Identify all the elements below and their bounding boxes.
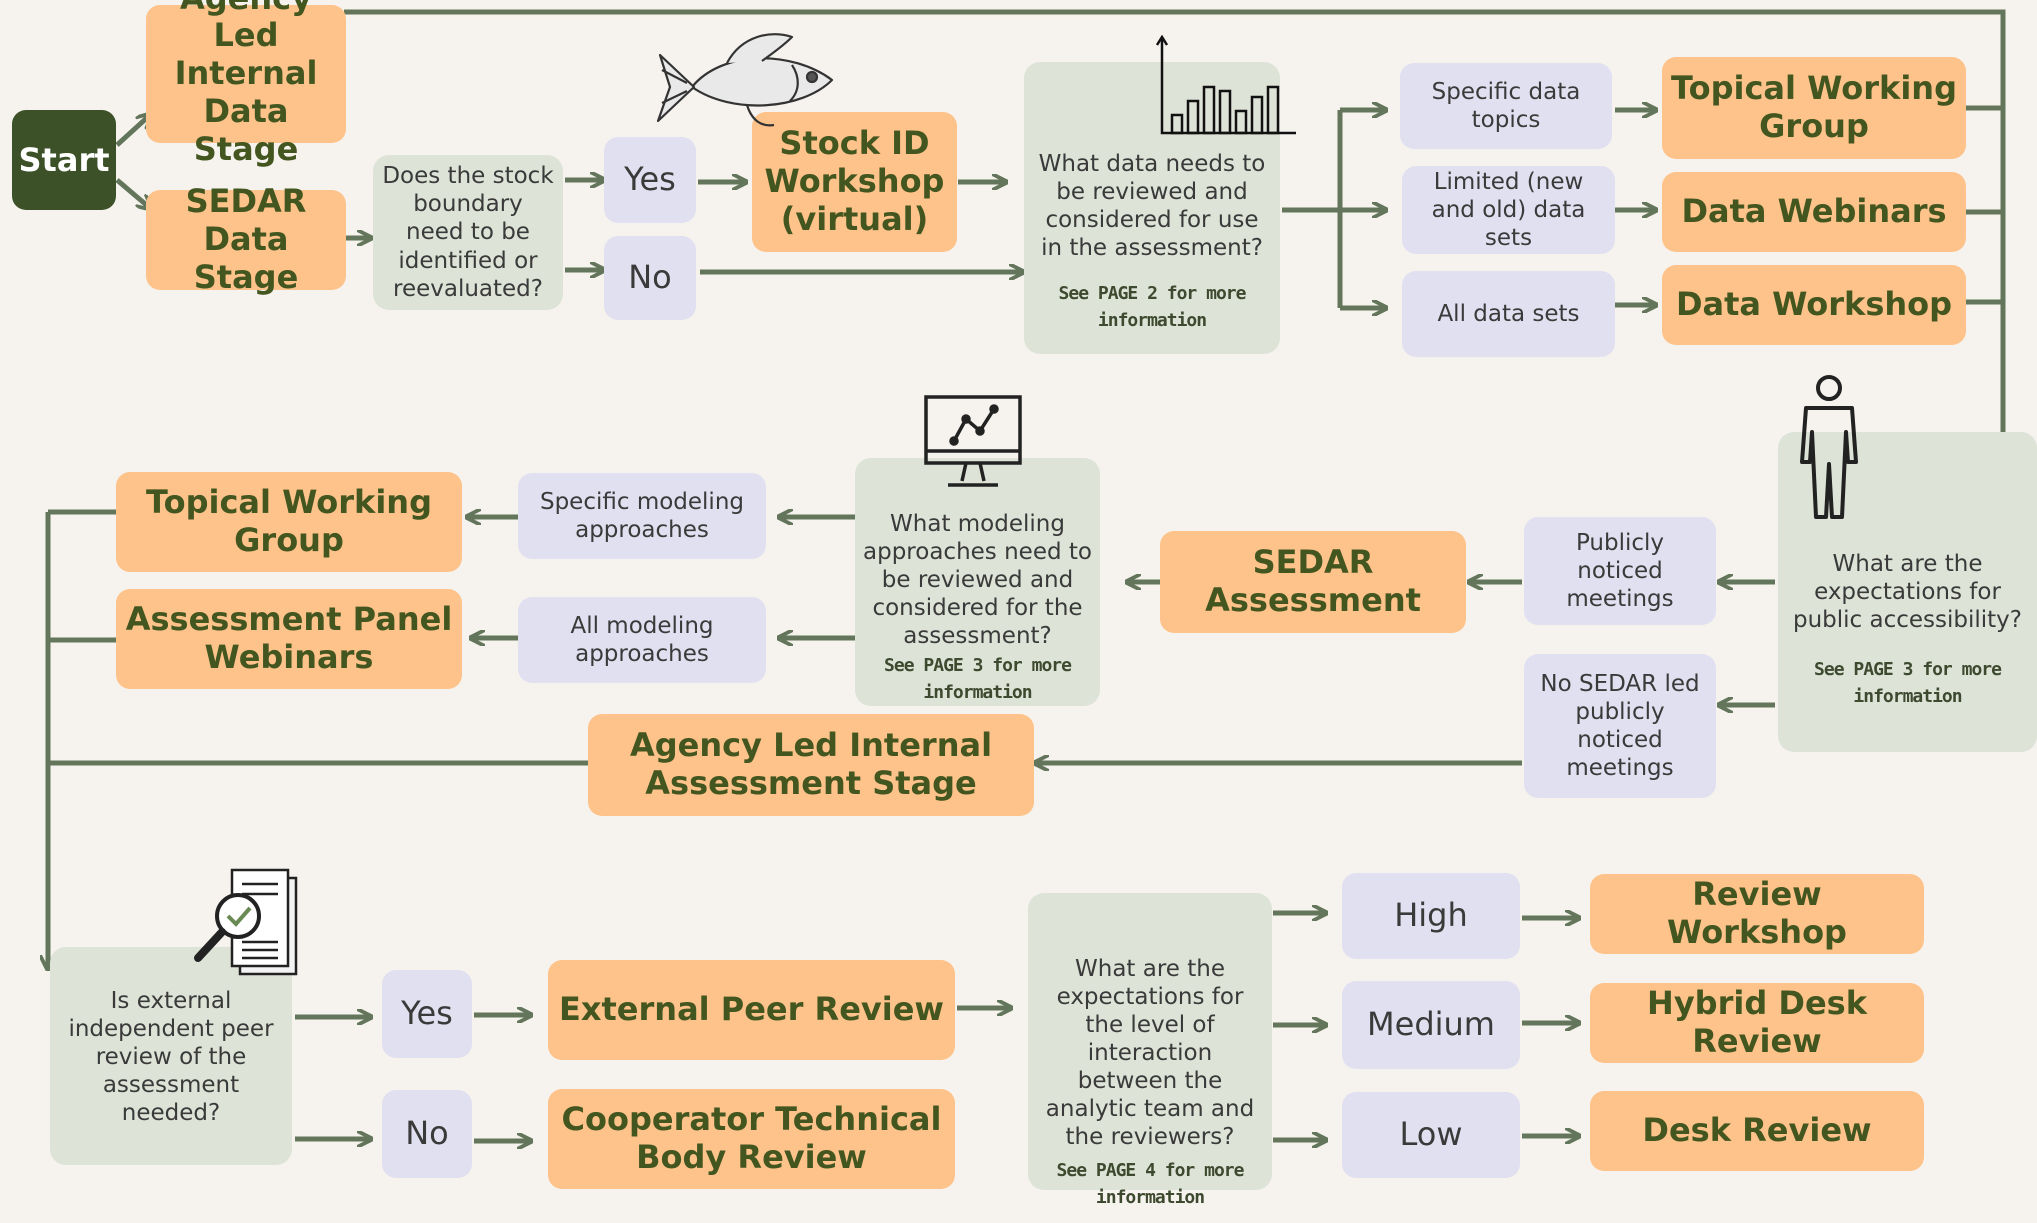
- agency-led-data-stage: Agency Led Internal Data Stage: [146, 0, 346, 168]
- agency-led-assessment-stage: Agency Led Internal Assessment Stage: [588, 714, 1034, 816]
- interaction-level-question-text: What are the expectations for the level …: [1045, 956, 1255, 1151]
- peer-review-question-text: Is external independent peer review of t…: [68, 988, 274, 1127]
- modeling-approaches-see-page: See PAGE 3 for more information: [884, 655, 1072, 704]
- stock-boundary-question-text: Does the stock boundary need to be ident…: [382, 163, 554, 302]
- public-accessibility-question-text: What are the expectations for public acc…: [1792, 551, 2022, 634]
- start-node: Start: [12, 110, 116, 210]
- medium-interaction-option: Medium: [1342, 981, 1520, 1069]
- bar-chart-icon: [1155, 35, 1296, 135]
- modeling-topical-working-group: Topical Working Group: [116, 472, 462, 572]
- review-workshop: Review Workshop: [1590, 874, 1924, 954]
- fish-icon: [656, 33, 834, 127]
- modeling-approaches-question-text: What modeling approaches need to be revi…: [863, 511, 1092, 650]
- limited-data-sets-option: Limited (new and old) data sets: [1402, 166, 1615, 254]
- peer-review-question: Is external independent peer review of t…: [50, 947, 292, 1165]
- stock-yes-option: Yes: [604, 137, 696, 223]
- document-magnifier-icon: [194, 868, 298, 976]
- public-accessibility-question: What are the expectations for public acc…: [1778, 432, 2037, 752]
- person-icon: [1800, 375, 1858, 519]
- peer-no-option: No: [382, 1090, 472, 1178]
- data-review-question-text: What data needs to be reviewed and consi…: [1038, 151, 1266, 262]
- stock-boundary-question: Does the stock boundary need to be ident…: [373, 155, 563, 310]
- monitor-chart-icon: [924, 395, 1022, 487]
- sedar-data-stage: SEDAR Data Stage: [146, 182, 346, 296]
- data-review-see-page: See PAGE 2 for more information: [1058, 283, 1247, 332]
- data-workshop: Data Workshop: [1662, 265, 1966, 345]
- stock-id-workshop: Stock ID Workshop (virtual): [752, 112, 957, 252]
- data-topical-working-group: Topical Working Group: [1662, 57, 1966, 159]
- desk-review: Desk Review: [1590, 1091, 1924, 1171]
- sedar-assessment: SEDAR Assessment: [1160, 531, 1466, 633]
- publicly-noticed-meetings-option: Publicly noticed meetings: [1524, 517, 1716, 625]
- interaction-level-question: What are the expectations for the level …: [1028, 893, 1272, 1208]
- assessment-panel-webinars: Assessment Panel Webinars: [116, 589, 462, 689]
- hybrid-desk-review: Hybrid Desk Review: [1590, 983, 1924, 1063]
- specific-modeling-option: Specific modeling approaches: [518, 473, 766, 559]
- peer-yes-option: Yes: [382, 970, 472, 1058]
- data-webinars: Data Webinars: [1662, 172, 1966, 252]
- specific-data-topics-option: Specific data topics: [1400, 63, 1612, 149]
- cooperator-technical-body-review: Cooperator Technical Body Review: [548, 1089, 955, 1189]
- stock-no-option: No: [604, 236, 696, 320]
- low-interaction-option: Low: [1342, 1092, 1520, 1178]
- high-interaction-option: High: [1342, 873, 1520, 959]
- all-data-sets-option: All data sets: [1402, 271, 1615, 357]
- no-sedar-meetings-option: No SEDAR led publicly noticed meetings: [1524, 654, 1716, 798]
- external-peer-review: External Peer Review: [548, 960, 955, 1060]
- public-accessibility-see-page: See PAGE 3 for more information: [1814, 659, 2002, 708]
- interaction-level-see-page: See PAGE 4 for more information: [1056, 1160, 1245, 1209]
- modeling-approaches-question: What modeling approaches need to be revi…: [855, 458, 1100, 706]
- all-modeling-option: All modeling approaches: [518, 597, 766, 683]
